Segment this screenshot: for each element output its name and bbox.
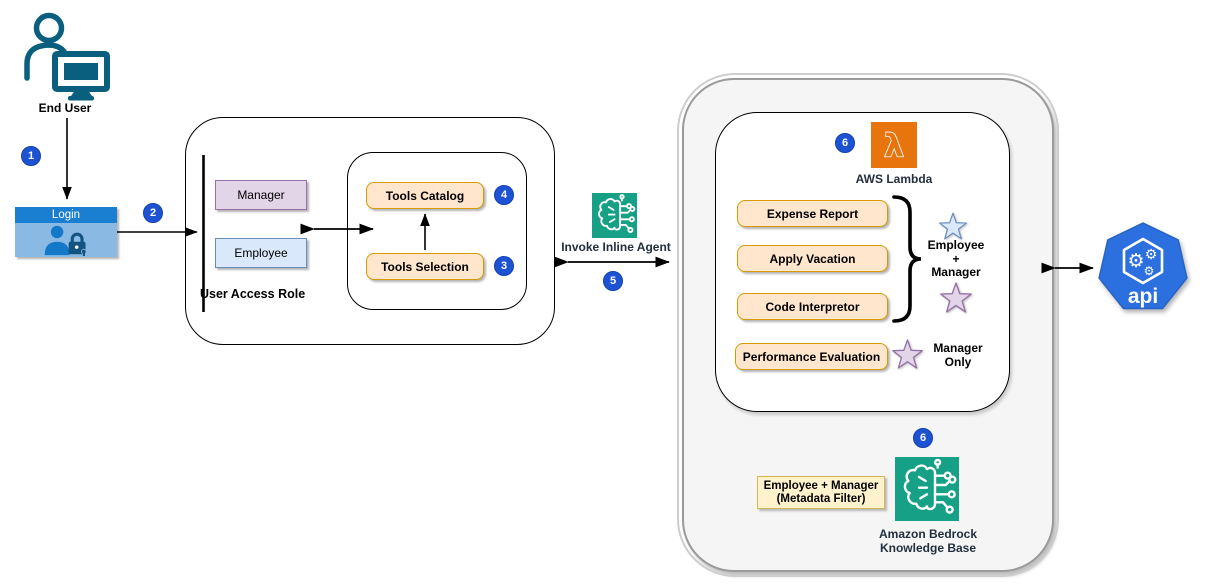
code-interpretor-box: Code Interpretor [737,293,888,320]
step-badge-2: 2 [143,203,163,223]
bedrock-agent-icon [592,193,637,238]
user-lock-icon [44,225,87,256]
tools-catalog-label: Tools Catalog [385,188,465,203]
employee-role-label: Employee [234,246,288,260]
user-access-role-label: User Access Role [200,287,306,301]
manager-only-label: Manager Only [933,341,983,369]
svg-text:λ: λ [884,128,904,164]
login-card: Login [15,207,117,257]
svg-text:⚙: ⚙ [1144,264,1155,278]
step-badge-5: 5 [603,271,623,291]
login-body [15,223,117,257]
apply-vacation-label: Apply Vacation [769,251,856,266]
bedrock-knowledge-base-icon [895,457,959,521]
aws-lambda-label: AWS Lambda [855,172,933,186]
apply-vacation-box: Apply Vacation [737,245,888,272]
svg-text:⚙: ⚙ [1145,247,1158,263]
aws-lambda-icon: λ [871,122,917,168]
employee-manager-roles-label: Employee + Manager [927,238,985,279]
tools-selection-label: Tools Selection [381,259,469,274]
expense-report-box: Expense Report [737,200,888,227]
step-badge-4: 4 [494,185,514,205]
performance-evaluation-box: Performance Evaluation [735,343,888,370]
manager-star-icon [940,282,972,313]
manager-role-box: Manager [215,180,307,210]
expense-report-label: Expense Report [766,206,859,221]
metadata-filter-box: Employee + Manager (Metadata Filter) [757,476,885,509]
api-label: api [1128,285,1158,308]
svg-text:⚙: ⚙ [1127,250,1144,272]
tools-catalog-box: Tools Catalog [366,182,484,209]
employee-star-icon [938,212,968,240]
invoke-inline-agent-label: Invoke Inline Agent [561,240,671,254]
step-badge-1: 1 [21,146,41,166]
step-badge-6-kb: 6 [913,428,933,448]
step-badge-6-lambda: 6 [835,133,855,153]
bedrock-knowledge-base-label: Amazon Bedrock Knowledge Base [878,527,978,555]
tools-selection-box: Tools Selection [366,253,484,280]
end-user-icon [24,12,110,101]
manager-role-label: Manager [237,188,285,202]
step-badge-3: 3 [494,256,514,276]
api-icon: ⚙ ⚙ ⚙ api [1098,222,1188,310]
code-interpretor-label: Code Interpretor [765,299,860,314]
performance-evaluation-label: Performance Evaluation [742,349,881,364]
employee-role-box: Employee [215,238,307,268]
manager-only-star-icon [892,339,923,369]
end-user-label: End User [38,101,92,115]
tools-container [347,152,527,310]
login-title: Login [15,207,117,223]
